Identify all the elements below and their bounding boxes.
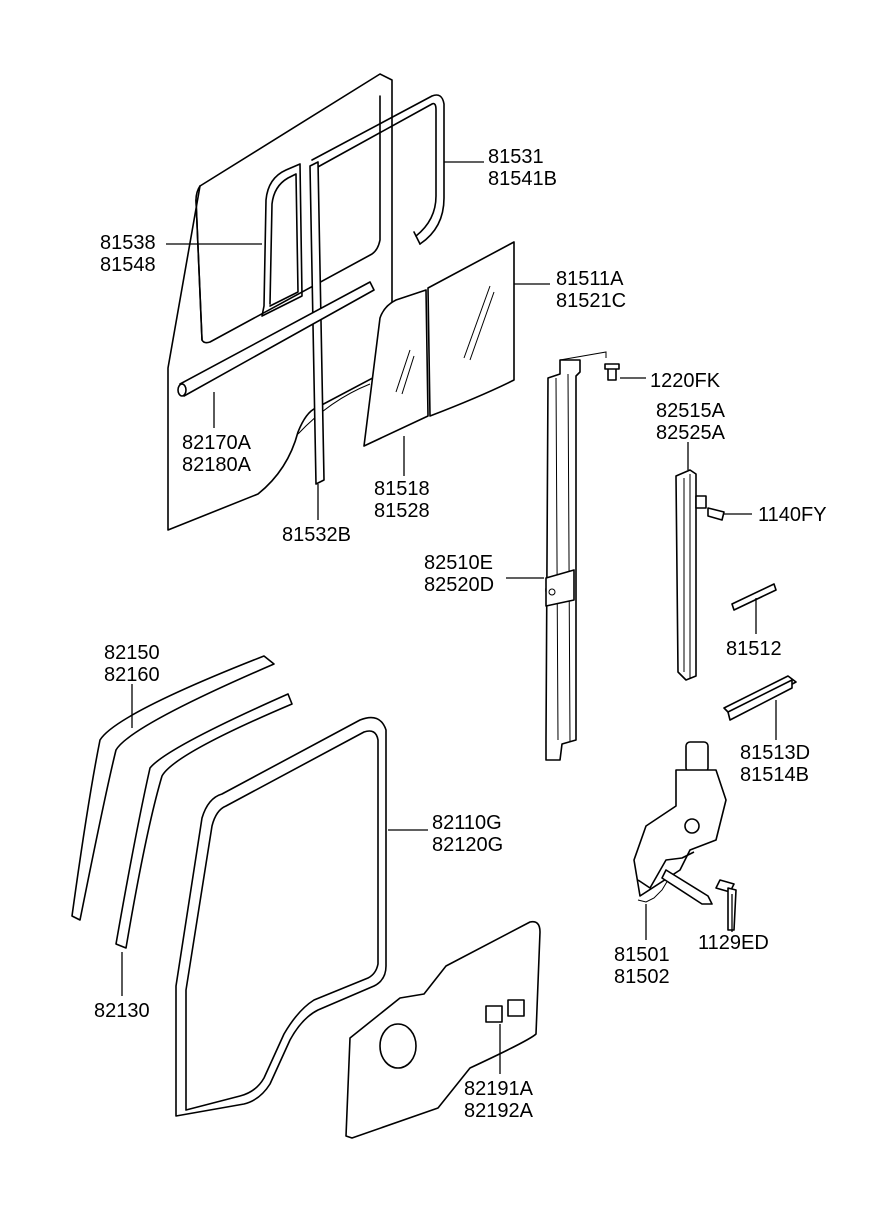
label-82130: 82130 bbox=[94, 1000, 150, 1022]
label-81512: 81512 bbox=[726, 638, 782, 660]
door-weatherstrip bbox=[175, 716, 428, 1117]
holder-81513d bbox=[723, 675, 797, 740]
label-82510e: 82510E 82520D bbox=[424, 552, 495, 596]
label-82191a: 82191A 82192A bbox=[464, 1078, 533, 1122]
label-81518: 81518 81528 bbox=[374, 478, 430, 522]
label-81531: 81531 81541B bbox=[488, 146, 557, 190]
label-81532b: 81532B bbox=[282, 524, 351, 546]
label-1140fy: 1140FY bbox=[758, 504, 827, 526]
weatherstrip-upper bbox=[71, 655, 275, 921]
bolt-1140fy bbox=[707, 507, 752, 521]
screw-1220fk bbox=[604, 363, 646, 381]
label-82515a: 82515A 82525A bbox=[656, 400, 725, 444]
run-channel-upper bbox=[311, 94, 484, 245]
label-81513d: 81513D 81514B bbox=[740, 742, 811, 786]
guide-rail bbox=[506, 351, 607, 761]
quarter-channel bbox=[166, 163, 303, 317]
pad-81512 bbox=[731, 583, 777, 634]
label-82170a: 82170A 82180A bbox=[182, 432, 251, 476]
window-regulator bbox=[633, 741, 727, 940]
division-bar bbox=[309, 161, 325, 520]
label-82150: 82150 82160 bbox=[104, 642, 160, 686]
label-81538: 81538 81548 bbox=[100, 232, 156, 276]
label-82110g: 82110G 82120G bbox=[432, 812, 504, 856]
outer-belt-strip bbox=[177, 281, 375, 428]
weatherstrip-side bbox=[115, 693, 293, 996]
bolt-1129ed bbox=[715, 879, 737, 932]
channel-82515a bbox=[675, 442, 707, 681]
main-glass bbox=[427, 241, 550, 417]
label-1129ed: 1129ED bbox=[698, 932, 769, 954]
label-81501: 81501 81502 bbox=[614, 944, 670, 988]
label-1220fk: 1220FK bbox=[650, 370, 721, 392]
quarter-glass bbox=[363, 289, 429, 476]
trim-panel bbox=[345, 920, 541, 1139]
label-81511a: 81511A 81521C bbox=[556, 268, 627, 312]
